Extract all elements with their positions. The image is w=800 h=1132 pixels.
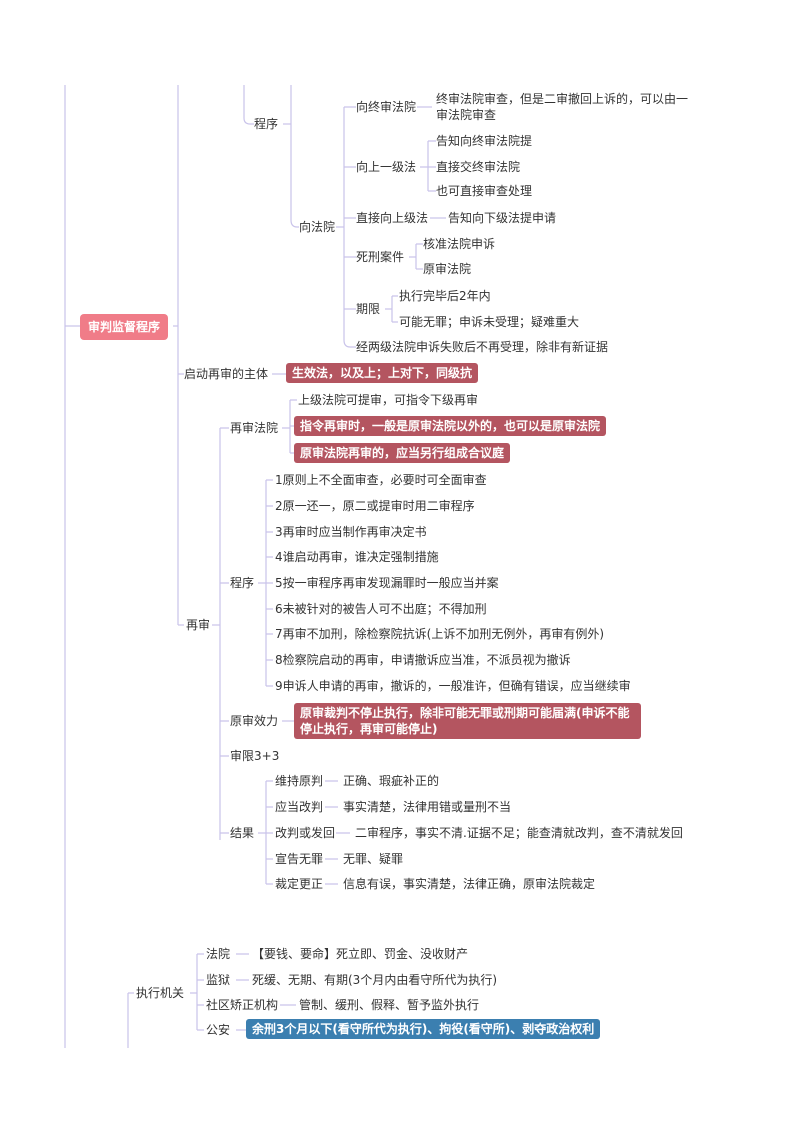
upper-court-node[interactable]: 向上一级法 bbox=[356, 160, 417, 174]
to-court-node[interactable]: 向法院 bbox=[299, 220, 336, 234]
final-court-desc-1: 终审法院审查，但是二审撤回上诉的，可以由一 bbox=[436, 92, 689, 106]
retrial-court-item-2: 指令再审时，一般是原审法院以外的，也可以是原审法院 bbox=[294, 416, 607, 436]
direct-upper-node[interactable]: 直接向上级法 bbox=[356, 211, 429, 225]
result-value-4: 无罪、疑罪 bbox=[343, 852, 404, 866]
original-effect-highlight: 原审裁判不停止执行，除非可能无罪或刑期可能届满(申诉不能 停止执行，再审可能停止… bbox=[294, 703, 641, 739]
retrial-procedure-node[interactable]: 程序 bbox=[230, 576, 255, 590]
result-key-2[interactable]: 应当改判 bbox=[275, 800, 324, 814]
exec-police-node[interactable]: 公安 bbox=[206, 1023, 231, 1037]
procedure-rule-8: 8检察院启动的再审，申请撤诉应当准，不派员视为撤诉 bbox=[275, 653, 571, 667]
procedure-node[interactable]: 程序 bbox=[254, 117, 279, 131]
exec-court-node[interactable]: 法院 bbox=[206, 947, 231, 961]
deadline-item-1: 执行完毕后2年内 bbox=[399, 289, 491, 303]
result-node[interactable]: 结果 bbox=[230, 826, 255, 840]
upper-court-item-1: 告知向终审法院提 bbox=[436, 134, 533, 148]
deadline-node[interactable]: 期限 bbox=[356, 302, 381, 316]
death-penalty-item-1: 核准法院申诉 bbox=[423, 237, 496, 251]
procedure-rule-7: 7再审不加刑，除检察院抗诉(上诉不加刑无例外，再审有例外) bbox=[275, 627, 605, 641]
death-penalty-node[interactable]: 死刑案件 bbox=[356, 250, 405, 264]
result-key-1[interactable]: 维持原判 bbox=[275, 774, 324, 788]
upper-court-item-2: 直接交终审法院 bbox=[436, 160, 521, 174]
original-effect-line-2: 停止执行，再审可能停止) bbox=[300, 722, 438, 736]
subject-highlight: 生效法，以及上；上对下，同级抗 bbox=[286, 363, 479, 383]
result-value-2: 事实清楚，法律用错或量刑不当 bbox=[343, 800, 512, 814]
subject-node[interactable]: 启动再审的主体 bbox=[184, 367, 269, 381]
final-court-desc-2: 审法院审查 bbox=[436, 108, 497, 122]
result-key-4[interactable]: 宣告无罪 bbox=[275, 852, 324, 866]
exec-court-desc: 【要钱、要命】死立即、罚金、没收财产 bbox=[252, 947, 469, 961]
result-value-3: 二审程序，事实不清.证据不足；能查清就改判，查不清就发回 bbox=[355, 826, 683, 840]
result-value-5: 信息有误，事实清楚，法律正确，原审法院裁定 bbox=[343, 877, 596, 891]
exec-community-node[interactable]: 社区矫正机构 bbox=[206, 998, 279, 1012]
procedure-rule-2: 2原一还一，原二或提审时用二审程序 bbox=[275, 499, 475, 513]
retrial-court-item-3: 原审法院再审的，应当另行组成合议庭 bbox=[294, 443, 511, 463]
original-effect-node[interactable]: 原审效力 bbox=[230, 714, 279, 728]
deadline-item-2: 可能无罪；申诉未受理；疑难重大 bbox=[399, 315, 580, 329]
original-effect-line-1: 原审裁判不停止执行，除非可能无罪或刑期可能届满(申诉不能 bbox=[300, 706, 630, 720]
direct-upper-desc: 告知向下级法提申请 bbox=[448, 211, 557, 225]
procedure-rule-9: 9申诉人申请的再审，撤诉的，一般准许，但确有错误，应当继续审 bbox=[275, 679, 631, 693]
exec-community-desc: 管制、缓刑、假释、暂予监外执行 bbox=[299, 998, 480, 1012]
time-limit-node[interactable]: 审限3+3 bbox=[230, 749, 280, 763]
retrial-node[interactable]: 再审 bbox=[186, 618, 211, 632]
procedure-rule-4: 4谁启动再审，谁决定强制措施 bbox=[275, 550, 439, 564]
two-level-rule: 经两级法院申诉失败后不再受理，除非有新证据 bbox=[356, 340, 609, 354]
final-court-node[interactable]: 向终审法院 bbox=[356, 100, 417, 114]
procedure-rule-3: 3再审时应当制作再审决定书 bbox=[275, 525, 427, 539]
exec-prison-node[interactable]: 监狱 bbox=[206, 973, 231, 987]
exec-police-desc: 余刑3个月以下(看守所代为执行)、拘役(看守所)、剥夺政治权利 bbox=[246, 1019, 601, 1039]
result-key-3[interactable]: 改判或发回 bbox=[275, 826, 336, 840]
exec-organ-node[interactable]: 执行机关 bbox=[136, 986, 185, 1000]
result-key-5[interactable]: 裁定更正 bbox=[275, 877, 324, 891]
exec-prison-desc: 死缓、无期、有期(3个月内由看守所代为执行) bbox=[252, 973, 497, 987]
upper-court-item-3: 也可直接审查处理 bbox=[436, 184, 533, 198]
death-penalty-item-2: 原审法院 bbox=[423, 262, 472, 276]
retrial-court-node[interactable]: 再审法院 bbox=[230, 421, 279, 435]
procedure-rule-1: 1原则上不全面审查，必要时可全面审查 bbox=[275, 473, 487, 487]
root-node[interactable]: 审判监督程序 bbox=[80, 314, 169, 340]
procedure-rule-6: 6未被针对的被告人可不出庭；不得加刑 bbox=[275, 602, 487, 616]
procedure-rule-5: 5按一审程序再审发现漏罪时一般应当并案 bbox=[275, 576, 499, 590]
result-value-1: 正确、瑕疵补正的 bbox=[343, 774, 440, 788]
retrial-court-item-1: 上级法院可提审，可指令下级再审 bbox=[298, 393, 479, 407]
